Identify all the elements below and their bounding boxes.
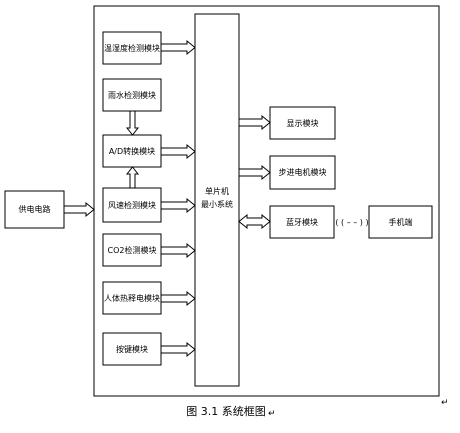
- wind-label: 风速检测模块: [108, 200, 156, 210]
- display-box: [269, 106, 336, 140]
- mcu-label-line2: 最小系统: [201, 199, 233, 209]
- figure-caption: 图 3.1 系统框图: [186, 405, 266, 418]
- bluetooth-label: 蓝牙模块: [286, 217, 318, 227]
- mcu-label-line1: 单片机: [205, 186, 229, 196]
- caption-paragraph-mark: ↵: [268, 409, 276, 419]
- ad-to-mcu-arrow: [160, 143, 196, 160]
- co2-box: [102, 233, 162, 267]
- temp-humidity-box: [102, 31, 162, 65]
- rain-to-ad-arrow: [125, 110, 140, 136]
- corner-paragraph-mark: ↵: [441, 398, 449, 408]
- rain-label: 雨水检测模块: [108, 90, 156, 100]
- mcu-bluetooth-arrow: [238, 213, 271, 230]
- rain-box: [102, 78, 162, 112]
- wireless-link-symbol: ( ( – – ) ): [335, 218, 368, 227]
- display-label: 显示模块: [287, 118, 319, 128]
- pir-label: 人体热释电模块: [104, 293, 160, 303]
- ad-label: A/D转换模块: [109, 146, 155, 156]
- co2-label: CO2检测模块: [108, 245, 157, 255]
- phone-label: 手机端: [389, 217, 413, 227]
- temp-humidity-label: 温湿度检测模块: [104, 43, 160, 53]
- power-label: 供电电路: [19, 204, 51, 214]
- power-box: [4, 190, 65, 229]
- key-label: 按键模块: [116, 344, 148, 354]
- mcu-box: [194, 13, 240, 387]
- mcu-to-display-arrow: [238, 114, 271, 131]
- pir-to-mcu-arrow: [160, 290, 196, 307]
- wind-box: [102, 187, 162, 223]
- key-to-mcu-arrow: [160, 341, 196, 358]
- temp-to-mcu-arrow: [160, 39, 196, 56]
- co2-to-mcu-arrow: [160, 242, 196, 259]
- phone-box: [368, 205, 433, 239]
- wind-to-mcu-arrow: [160, 197, 196, 214]
- key-box: [102, 332, 162, 366]
- stepper-box: [269, 155, 336, 190]
- stepper-label: 步进电机模块: [279, 167, 327, 177]
- power-arrow: [63, 201, 95, 218]
- wind-to-ad-arrow: [125, 166, 140, 189]
- pir-box: [102, 281, 162, 315]
- outer-frame: [93, 5, 440, 397]
- mcu-to-stepper-arrow: [238, 164, 271, 181]
